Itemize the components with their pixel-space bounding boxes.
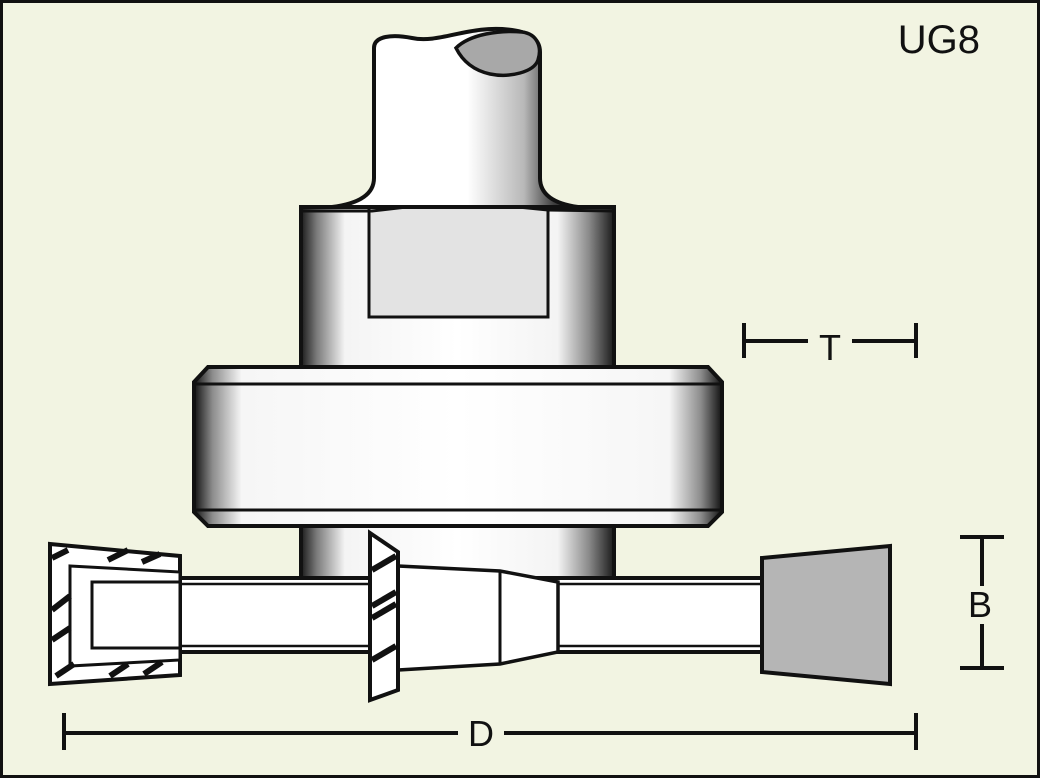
dimension-b-label: B xyxy=(968,584,992,625)
center-cutter-stripes xyxy=(370,553,398,663)
model-code-label: UG8 xyxy=(898,18,980,62)
cutter-hub-taper xyxy=(396,564,560,672)
right-cutter-tip xyxy=(760,543,892,687)
left-cutter-shank-end xyxy=(90,580,182,650)
bearing-ring xyxy=(192,365,724,528)
shank-end-face xyxy=(453,29,542,77)
dimension-t-label: T xyxy=(819,327,841,368)
dimension-d xyxy=(62,713,918,750)
collar-wrench-flat xyxy=(367,205,550,319)
left-cutter-stripes xyxy=(50,547,164,679)
shank xyxy=(331,26,579,209)
dimension-t xyxy=(742,323,918,358)
dimension-d-label: D xyxy=(468,713,494,754)
dimension-b xyxy=(960,535,1004,670)
